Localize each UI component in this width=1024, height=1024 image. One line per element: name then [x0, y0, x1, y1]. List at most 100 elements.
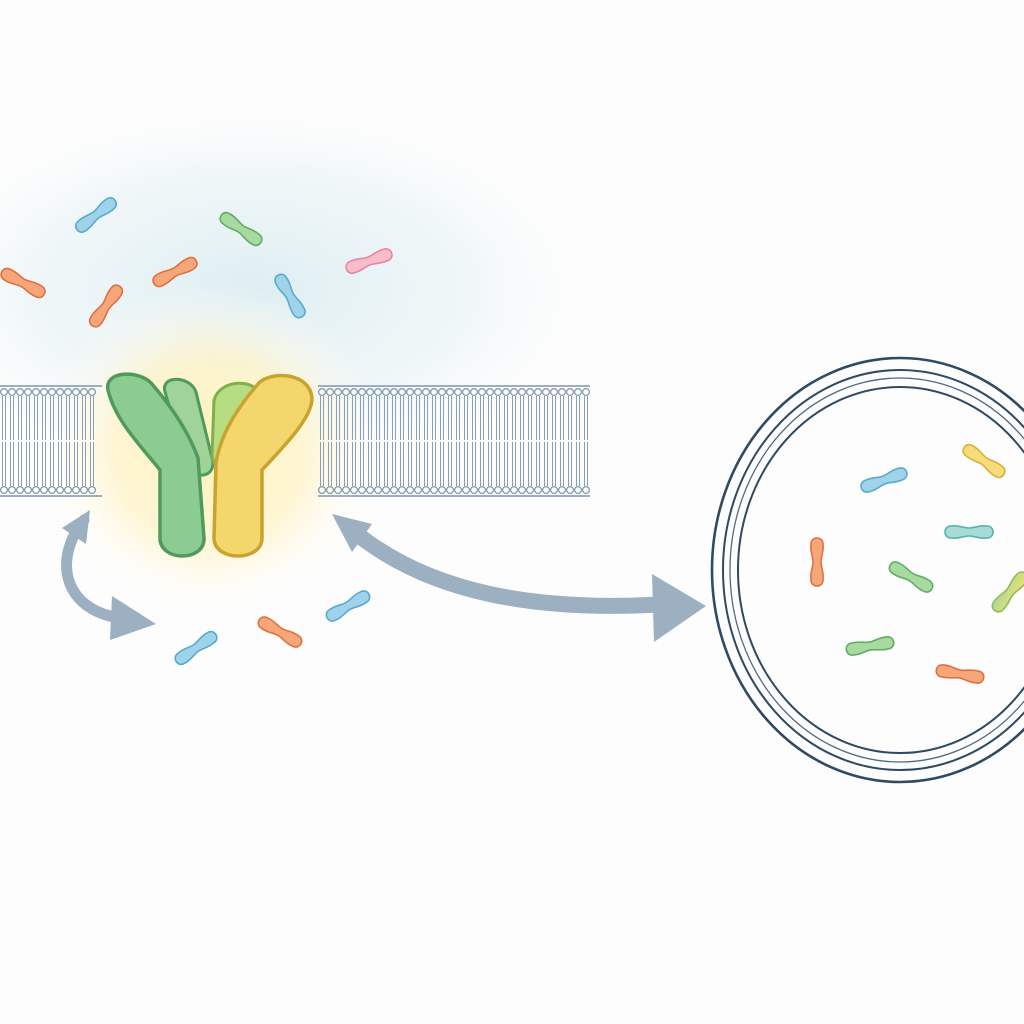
vesicle-molecule-orange — [809, 537, 825, 587]
lipid-head — [541, 388, 550, 397]
lipid-tail — [42, 442, 46, 486]
vesicle-molecule-blue — [860, 467, 908, 493]
lipid-head — [502, 486, 511, 495]
lipid-tail — [368, 396, 372, 440]
lipid-head — [390, 388, 399, 397]
extracellular-molecule-pink — [345, 248, 393, 274]
lipid-tail — [408, 396, 412, 440]
intracellular-molecule-blue — [325, 590, 371, 622]
lipid-head — [406, 388, 415, 397]
molecule-body — [888, 561, 934, 593]
lipid-tail — [74, 396, 78, 440]
lipid-head — [533, 486, 542, 495]
lipid-tail — [384, 442, 388, 486]
lipid-head — [318, 388, 327, 397]
lipid-head — [573, 388, 582, 397]
lipid-head — [502, 388, 511, 397]
lipid-head — [374, 388, 383, 397]
lipid-head — [486, 388, 495, 397]
lipid-tail — [58, 396, 62, 440]
lipid-tail — [440, 396, 444, 440]
lipid-head — [342, 486, 351, 495]
extracellular-molecule-blue — [74, 197, 118, 233]
molecule-body — [274, 273, 306, 319]
lipid-tail — [456, 396, 460, 440]
lipid-head — [510, 388, 519, 397]
lipid-tail — [472, 396, 476, 440]
lipid-tail — [584, 442, 588, 486]
lipid-bilayer — [0, 385, 590, 497]
molecule-body — [991, 571, 1024, 613]
lipid-head — [414, 388, 423, 397]
lipid-tail — [2, 396, 6, 440]
molecule-body — [325, 590, 371, 622]
lipid-tail — [66, 396, 70, 440]
lipid-tail — [66, 442, 70, 486]
lipid-tail — [576, 442, 580, 486]
lipid-head — [398, 388, 407, 397]
lipid-head — [382, 388, 391, 397]
lipid-tail — [384, 396, 388, 440]
lipid-head — [326, 486, 335, 495]
lipid-head — [525, 388, 534, 397]
vesicle-molecule-orange — [935, 664, 985, 684]
lipid-tail — [400, 442, 404, 486]
lipid-tail — [584, 396, 588, 440]
lipid-head — [24, 388, 33, 397]
lipid-head — [446, 388, 455, 397]
lipid-tail — [560, 442, 564, 486]
lipid-head — [581, 486, 590, 495]
lipid-head — [549, 486, 558, 495]
lipid-tail — [496, 442, 500, 486]
lipid-tail — [512, 396, 516, 440]
lipid-tail — [552, 396, 556, 440]
extracellular-molecule-blue — [274, 273, 306, 319]
lipid-head — [8, 388, 17, 397]
lipid-tail — [34, 396, 38, 440]
lipid-tail — [2, 442, 6, 486]
lipid-tail — [74, 442, 78, 486]
lipid-tail — [544, 442, 548, 486]
lipid-tail — [568, 442, 572, 486]
lipid-head — [565, 486, 574, 495]
lipid-tail — [10, 396, 14, 440]
lipid-tail — [50, 442, 54, 486]
lipid-head — [47, 388, 56, 397]
molecule-body — [860, 467, 908, 493]
lipid-tail — [416, 396, 420, 440]
lipid-head — [430, 486, 439, 495]
lipid-tail — [376, 442, 380, 486]
lipid-tail — [344, 396, 348, 440]
molecule-body — [174, 630, 218, 666]
lipid-tail — [432, 396, 436, 440]
lipid-tail — [400, 396, 404, 440]
lipid-head — [406, 486, 415, 495]
lipid-head — [16, 486, 25, 495]
dimeric-membrane-receptor — [106, 372, 314, 558]
extracellular-molecule-orange — [152, 256, 198, 288]
lipid-tail — [50, 396, 54, 440]
lipid-tail — [336, 396, 340, 440]
lipid-head — [517, 388, 526, 397]
lipid-head — [358, 388, 367, 397]
lipid-tail — [432, 442, 436, 486]
vesicle-molecule-green — [845, 636, 895, 656]
lipid-tail — [568, 396, 572, 440]
lipid-tail — [10, 442, 14, 486]
molecule-body — [219, 211, 263, 247]
lipid-head — [79, 486, 88, 495]
lipid-head — [63, 486, 72, 495]
lipid-tail — [26, 442, 30, 486]
lipid-tail — [376, 396, 380, 440]
lipid-tail — [552, 442, 556, 486]
lipid-head — [0, 486, 8, 494]
lipid-head — [87, 486, 96, 495]
lipid-head — [374, 486, 383, 495]
lipid-head — [478, 388, 487, 397]
lipid-head — [494, 486, 503, 495]
receptor-yellow-subunit — [212, 373, 314, 558]
vesicle-molecule-green — [888, 561, 934, 593]
lipid-head — [454, 486, 463, 495]
